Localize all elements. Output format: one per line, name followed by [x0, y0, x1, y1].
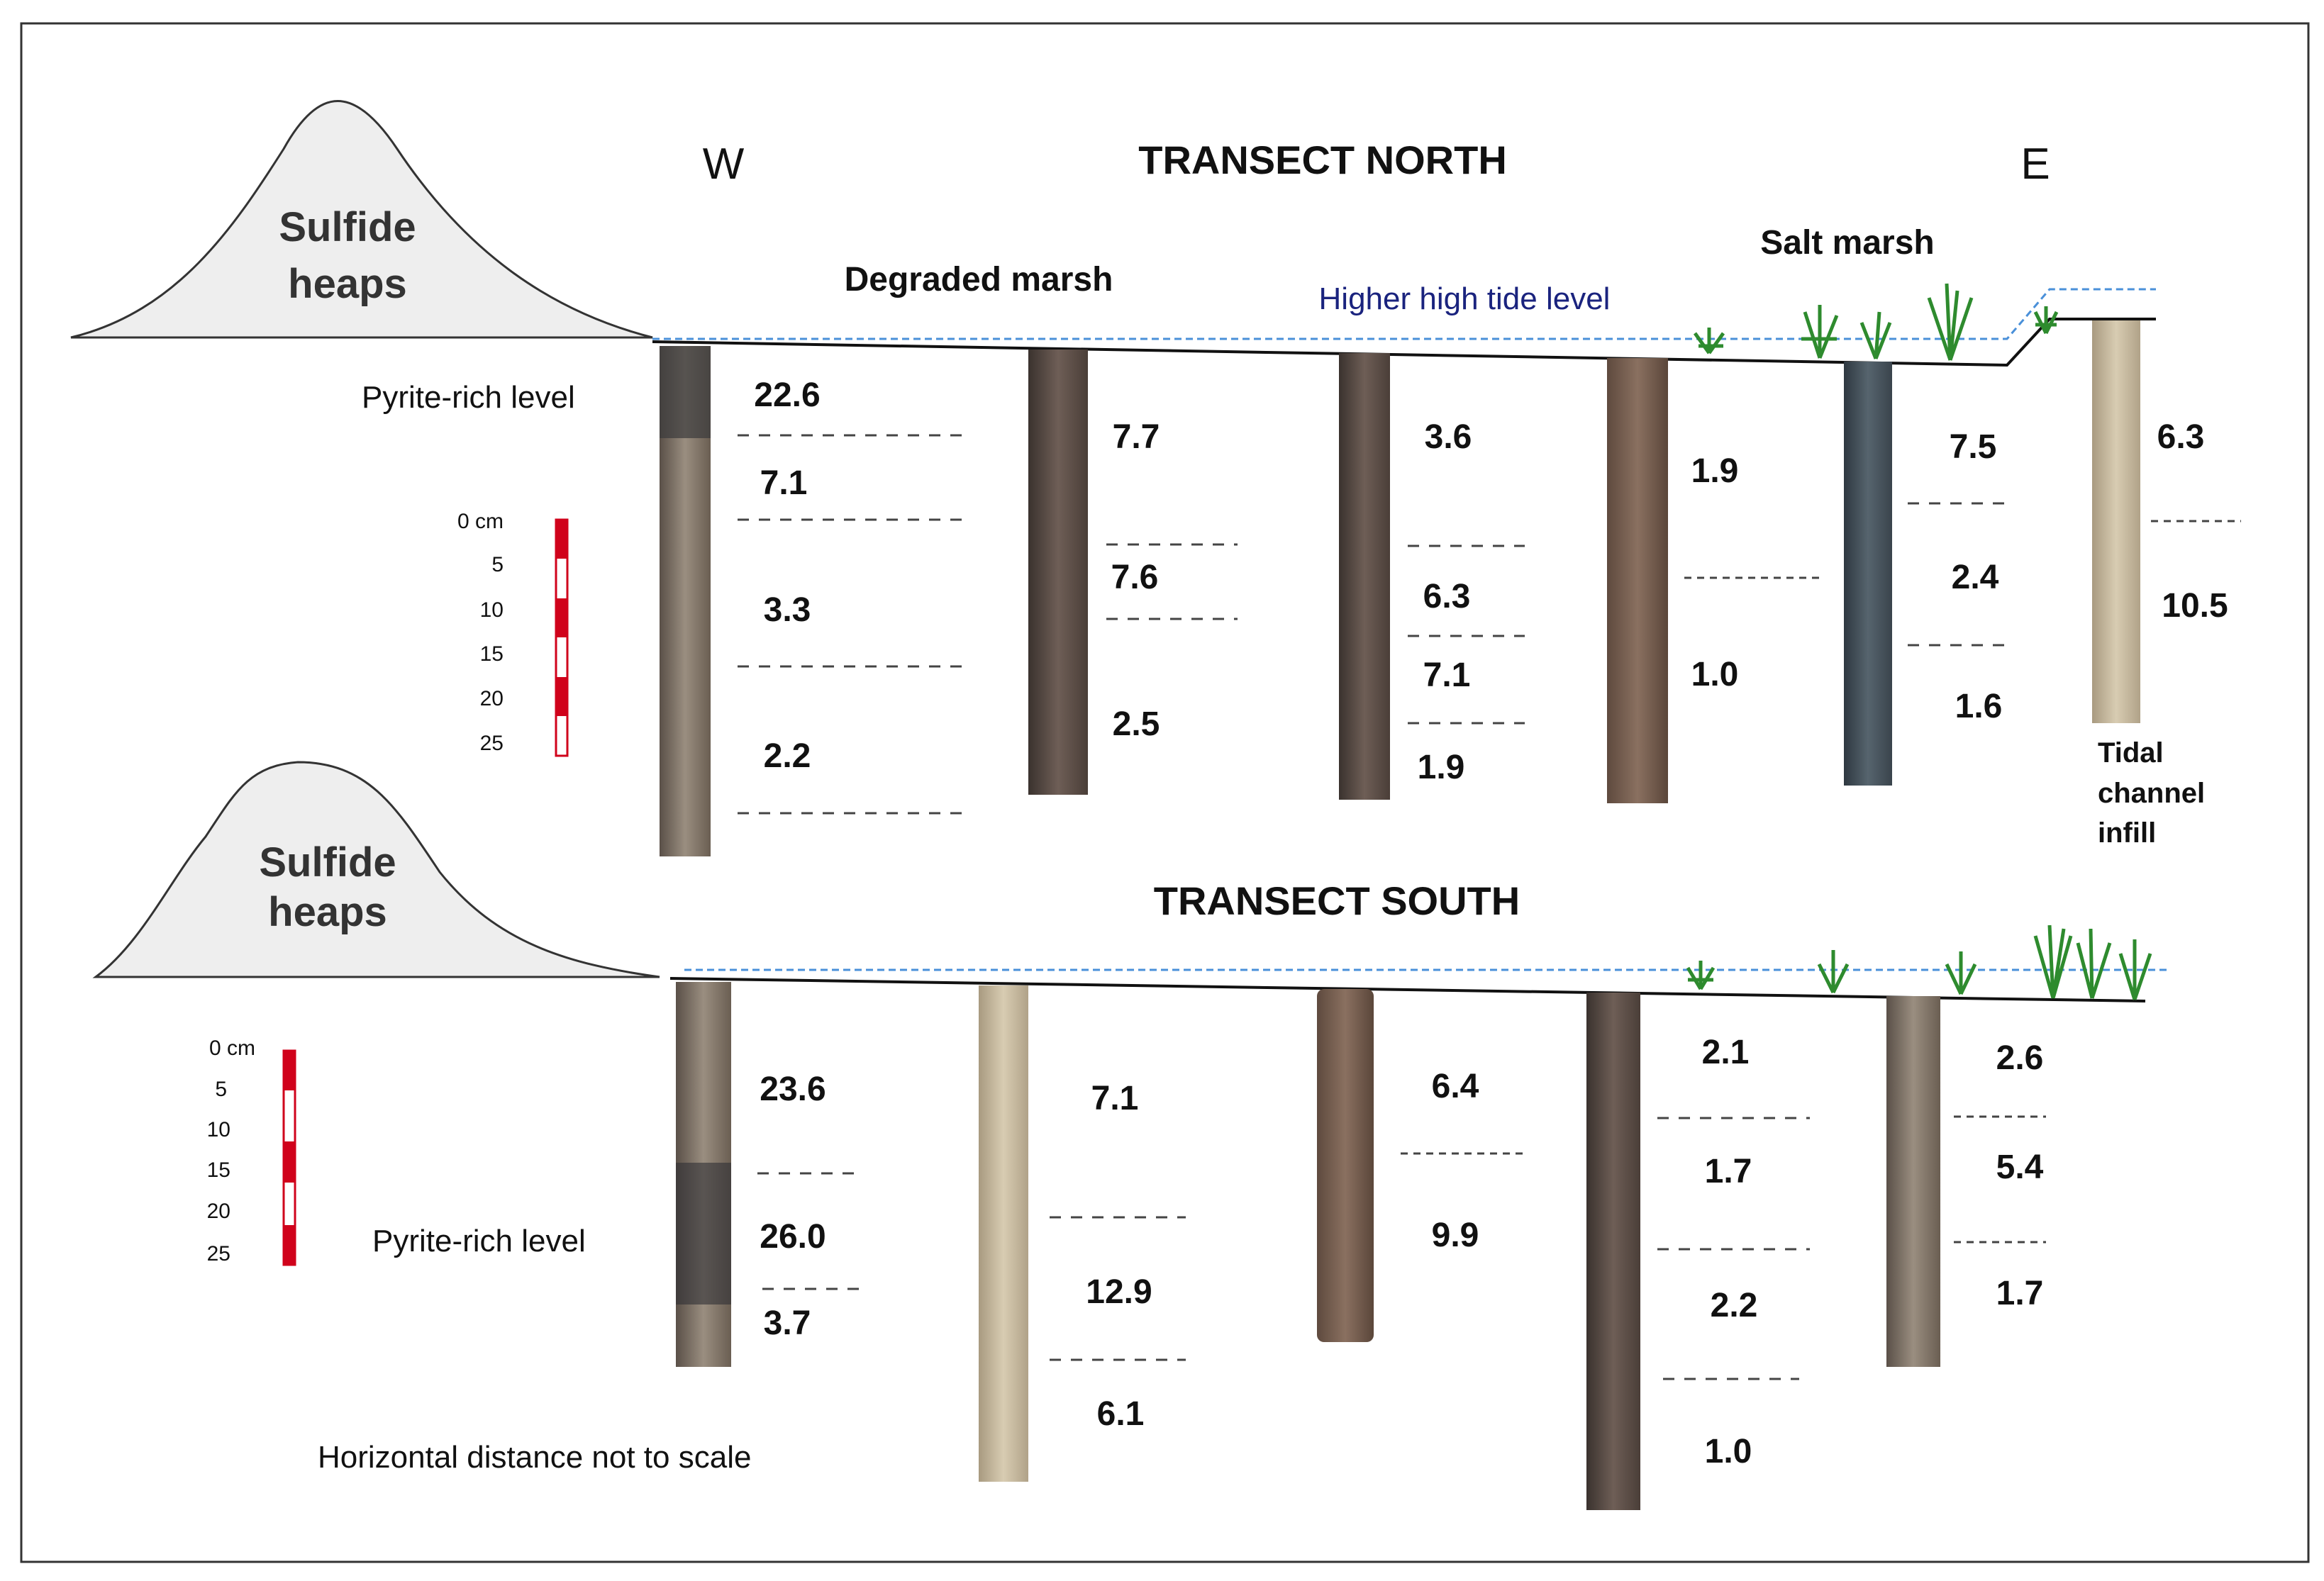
- core-north-3: 3.6 6.3 7.1 1.9: [1339, 353, 1525, 800]
- core-photo: [2092, 320, 2140, 723]
- core-value: 2.4: [1952, 559, 1999, 596]
- core-south-4: 2.1 1.7 2.2 1.0: [1586, 993, 1810, 1510]
- core-value: 23.6: [760, 1071, 825, 1108]
- scale-tick-north-10: 10: [480, 598, 504, 622]
- core-south-1: 23.6 26.0 3.7: [676, 982, 865, 1367]
- scale-tick-south-5: 5: [215, 1078, 227, 1101]
- core-value: 1.6: [1955, 688, 2003, 725]
- core-value: 9.9: [1432, 1217, 1479, 1254]
- core-value: 7.5: [1950, 428, 1997, 466]
- core-value: 7.6: [1111, 559, 1159, 596]
- core-photo: [1317, 989, 1374, 1342]
- tide-level-label: Higher high tide level: [1319, 281, 1611, 316]
- scale-bar-south: 0 cm 5 10 15 20 25: [207, 1037, 296, 1266]
- scale-tick-south-0: 0 cm: [209, 1037, 255, 1060]
- scale-tick-north-15: 15: [480, 642, 504, 666]
- sulfide-heap-south: [92, 761, 660, 978]
- core-value: 3.6: [1425, 418, 1472, 456]
- heap-label-north-2: heaps: [288, 261, 407, 307]
- core-photo: [1586, 993, 1640, 1510]
- core-value: 26.0: [760, 1218, 825, 1256]
- core-value: 3.7: [764, 1305, 811, 1342]
- scale-tick-south-20: 20: [207, 1200, 230, 1223]
- core-north-6: 6.3 10.5 Tidal channel infill: [2092, 320, 2241, 849]
- core-photo: [1886, 996, 1940, 1367]
- transect-north: Sulfide heaps W TRANSECT NORTH E Degrade…: [70, 100, 2241, 856]
- pyrite-label-south: Pyrite-rich level: [372, 1224, 586, 1258]
- core-value: 1.0: [1691, 656, 1739, 693]
- scale-tick-north-25: 25: [480, 732, 504, 755]
- core-photo: [1607, 358, 1668, 803]
- core-value: 12.9: [1086, 1273, 1152, 1311]
- tidal-channel-label-2: channel: [2098, 778, 2205, 809]
- transect-north-title: TRANSECT NORTH: [1138, 138, 1507, 182]
- scale-tick-south-15: 15: [207, 1158, 230, 1182]
- core-north-1: 22.6 7.1 3.3 2.2: [660, 346, 964, 856]
- core-photo: [979, 985, 1028, 1482]
- figure-frame: [20, 22, 2310, 1563]
- core-value: 7.7: [1113, 418, 1160, 456]
- scale-tick-north-20: 20: [480, 687, 504, 710]
- scale-tick-north-0: 0 cm: [457, 510, 504, 533]
- core-photo: [1844, 362, 1892, 786]
- footnote: Horizontal distance not to scale: [318, 1440, 751, 1475]
- tide-line-north: [652, 288, 2156, 340]
- core-value: 22.6: [754, 376, 820, 414]
- scale-tick-south-10: 10: [207, 1118, 230, 1141]
- core-value: 5.4: [1996, 1149, 2044, 1186]
- core-value: 10.5: [2162, 587, 2228, 625]
- core-value: 6.3: [2157, 418, 2205, 456]
- tidal-channel-label-1: Tidal: [2098, 737, 2164, 769]
- core-value: 7.1: [760, 464, 808, 502]
- core-value: 7.1: [1423, 657, 1471, 694]
- scale-tick-north-5: 5: [491, 553, 504, 576]
- heap-label-north-1: Sulfide: [279, 204, 416, 250]
- core-value: 1.7: [1705, 1153, 1752, 1190]
- tidal-channel-label-3: infill: [2098, 817, 2156, 849]
- core-value: 3.3: [764, 591, 811, 629]
- core-value: 2.1: [1702, 1034, 1750, 1071]
- sulfide-heap-north: [70, 100, 653, 339]
- core-north-5: 7.5 2.4 1.6: [1844, 362, 2007, 786]
- core-south-3: 6.4 9.9: [1317, 989, 1523, 1342]
- core-value: 1.7: [1996, 1275, 2044, 1312]
- core-value: 1.0: [1705, 1433, 1752, 1470]
- heap-label-south-1: Sulfide: [259, 839, 396, 886]
- core-south-5: 2.6 5.4 1.7: [1886, 996, 2046, 1367]
- core-value: 2.6: [1996, 1039, 2044, 1077]
- core-value: 6.3: [1423, 578, 1471, 615]
- core-value: 6.4: [1432, 1068, 1479, 1105]
- core-value: 2.2: [764, 737, 811, 775]
- zone-salt-marsh: Salt marsh: [1760, 224, 1934, 262]
- east-label: E: [2020, 140, 2050, 189]
- core-value: 2.2: [1711, 1287, 1758, 1324]
- transect-south-title: TRANSECT SOUTH: [1154, 878, 1520, 923]
- core-photo: [1339, 353, 1390, 800]
- zone-degraded-marsh: Degraded marsh: [845, 261, 1113, 298]
- core-value: 2.5: [1113, 705, 1160, 743]
- transect-south: Sulfide heaps TRANSECT SOUTH Pyrite-rich…: [92, 761, 2170, 1510]
- west-label: W: [703, 140, 745, 189]
- vegetation-north: [1693, 283, 2059, 361]
- vegetation-south: [1686, 924, 2152, 1000]
- core-south-2: 7.1 12.9 6.1: [979, 985, 1186, 1482]
- core-value: 7.1: [1091, 1080, 1139, 1117]
- core-value: 6.1: [1097, 1395, 1145, 1433]
- ground-surface-north: [652, 318, 2156, 367]
- pyrite-label-north: Pyrite-rich level: [362, 380, 575, 415]
- scale-bar-north: 0 cm 5 10 15 20 25: [457, 510, 569, 757]
- scale-tick-south-25: 25: [207, 1242, 230, 1266]
- core-value: 1.9: [1691, 452, 1739, 490]
- core-north-4: 1.9 1.0: [1607, 358, 1823, 803]
- heap-label-south-2: heaps: [268, 889, 387, 935]
- core-value: 1.9: [1418, 749, 1465, 786]
- core-north-2: 7.7 7.6 2.5: [1028, 350, 1238, 795]
- core-photo: [1028, 350, 1088, 795]
